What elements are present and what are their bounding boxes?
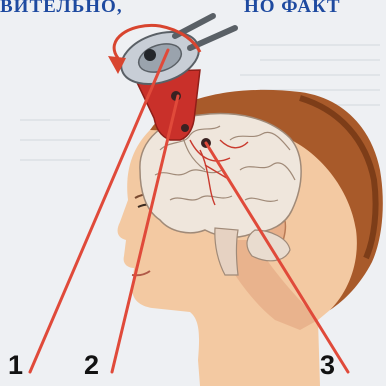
label-marker-2: 2: [84, 352, 99, 379]
label-marker-3: 3: [320, 352, 335, 379]
lens-pupil: [144, 49, 156, 61]
label-marker-1: 1: [8, 352, 23, 379]
cone-node-2: [181, 124, 189, 132]
